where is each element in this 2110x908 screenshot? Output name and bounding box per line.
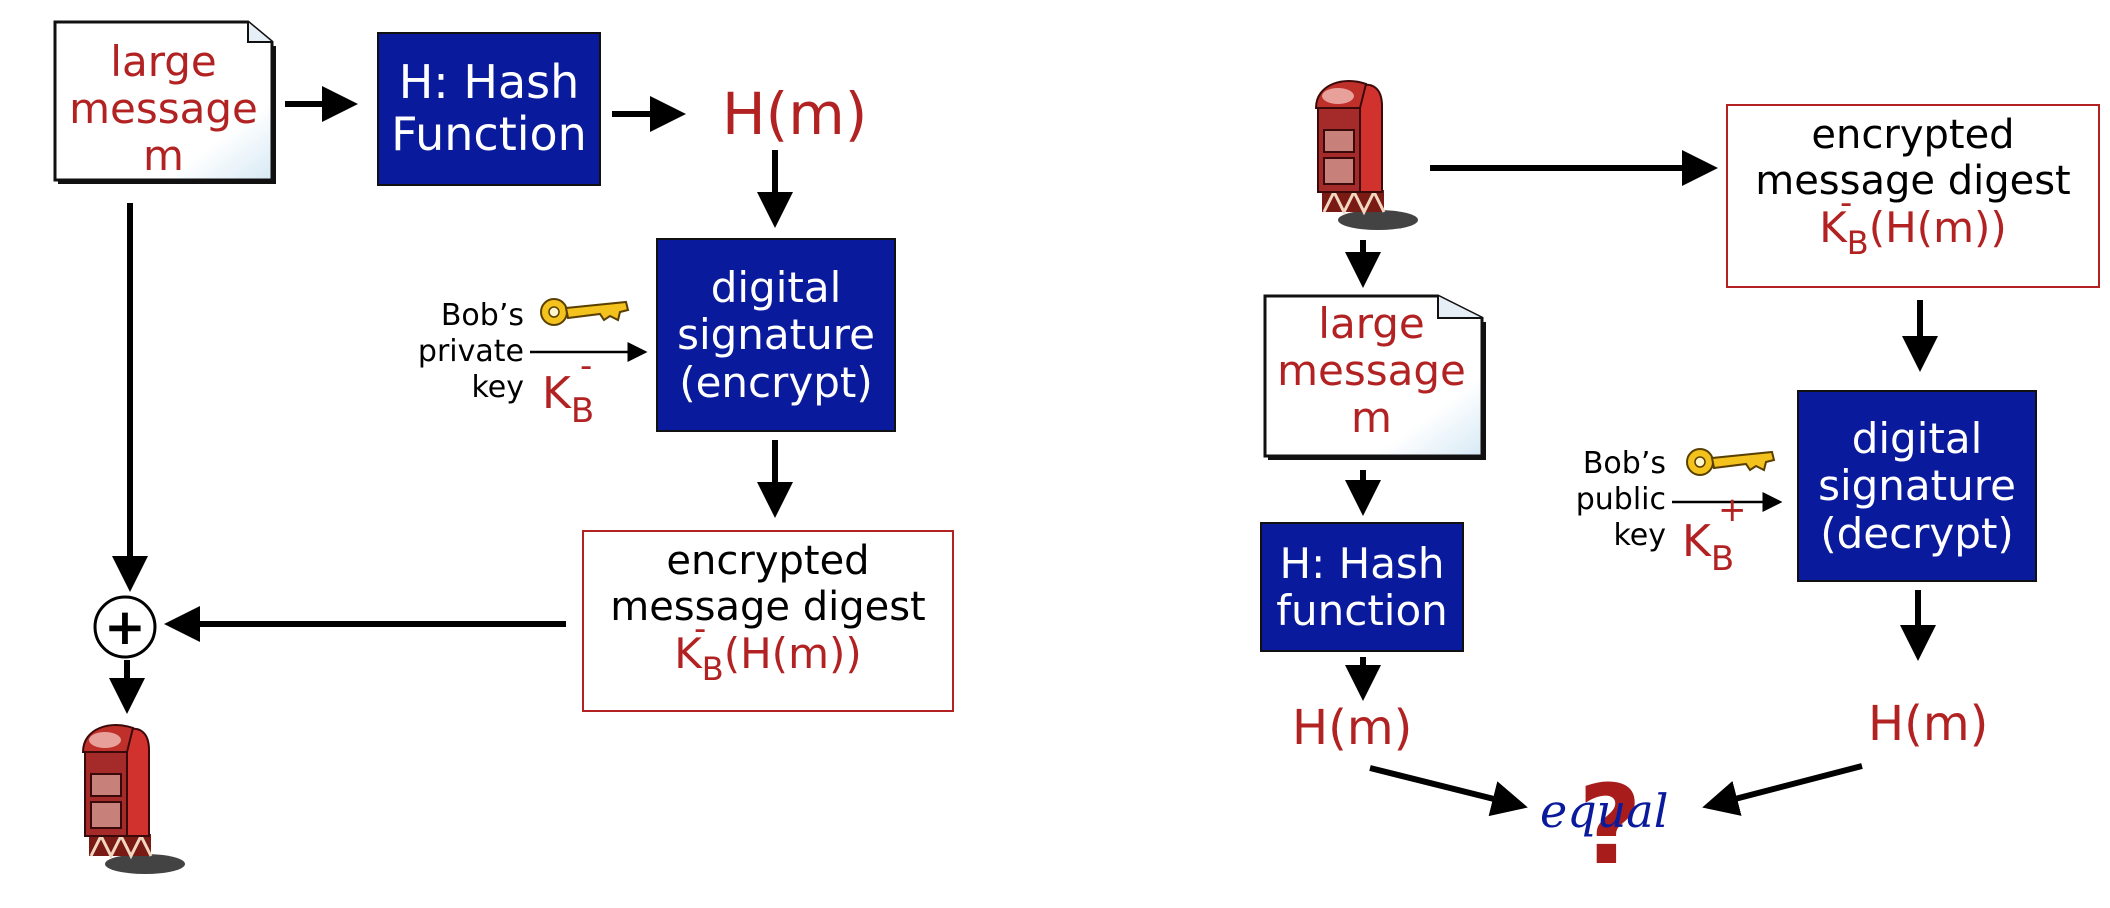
digest-formula: KB(H(m)) - <box>674 609 862 688</box>
hash-box-line: H: Hash <box>398 55 580 110</box>
document-icon <box>53 20 276 184</box>
hash-output-computed: H(m) <box>1292 700 1413 756</box>
hash-box-line: H: Hash <box>1279 538 1445 588</box>
digest-line: encrypted <box>666 538 870 584</box>
key-icon <box>1686 448 1775 476</box>
large-message-document: large message m <box>55 22 292 182</box>
signature-box-line: digital <box>710 262 842 312</box>
signature-box-line: (decrypt) <box>1820 508 2014 558</box>
private-key-label: Bob’s private key <box>417 298 524 405</box>
hash-function-box: H: Hash function <box>1260 522 1464 652</box>
plus-circle-icon <box>93 595 157 659</box>
document-icon <box>1263 294 1486 460</box>
document-line: message <box>1277 346 1466 396</box>
encrypted-digest-box: encrypted message digest KB(H(m)) - <box>582 530 954 712</box>
large-message-document: large message m <box>1265 296 1502 456</box>
arrow-icon <box>1369 765 1528 817</box>
question-mark: ? <box>1578 761 1642 889</box>
private-key-symbol: KB - <box>542 346 595 431</box>
digital-signature-encrypt-box: digital signature (encrypt) <box>656 238 896 432</box>
document-line: message <box>69 84 258 134</box>
public-key-symbol: KB + <box>1682 490 1747 579</box>
equal-label: equal <box>1540 784 1669 838</box>
plus-symbol: + <box>104 598 146 656</box>
arrow-icon <box>1702 763 1863 816</box>
document-line: large <box>110 37 217 86</box>
document-line: large <box>1318 299 1425 348</box>
hash-output-decrypted: H(m) <box>1868 696 1989 752</box>
digital-signature-decrypt-box: digital signature (decrypt) <box>1797 390 2037 582</box>
digest-line: message digest <box>1755 158 2071 204</box>
digest-formula: KB(H(m)) - <box>1819 183 2007 262</box>
key-icon <box>540 298 629 326</box>
hash-box-line: Function <box>391 107 587 161</box>
digest-line: encrypted <box>1811 112 2015 158</box>
signature-box-line: signature <box>1818 461 2016 511</box>
hash-function-box: H: Hash Function <box>377 32 601 186</box>
mailbox-icon <box>1314 79 1420 232</box>
hash-output: H(m) <box>722 80 868 148</box>
signature-box-line: (encrypt) <box>679 357 873 407</box>
hash-box-line: function <box>1276 586 1448 635</box>
digest-line: message digest <box>610 584 926 630</box>
signature-box-line: digital <box>1851 413 1983 463</box>
document-line: m <box>1351 393 1392 443</box>
document-line: m <box>143 131 184 181</box>
mailbox-icon <box>81 723 187 876</box>
encrypted-digest-box: encrypted message digest KB(H(m)) - <box>1726 104 2100 288</box>
signature-box-line: signature <box>677 310 875 360</box>
public-key-label: Bob’s public key <box>1575 446 1666 553</box>
